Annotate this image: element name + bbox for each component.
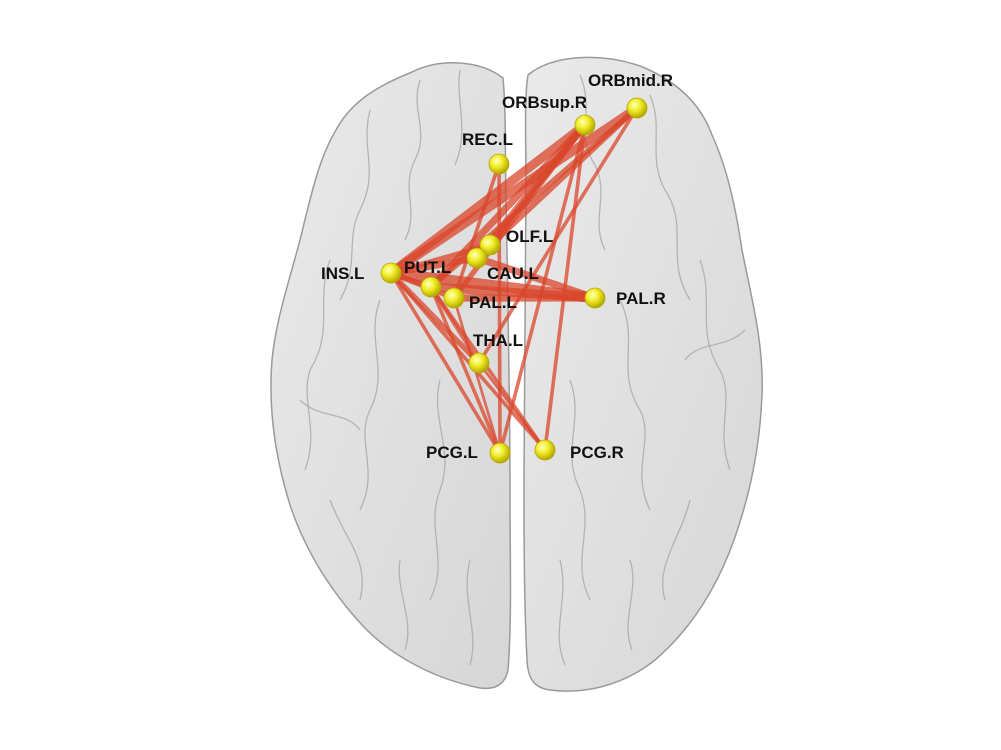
label-OLF.L: OLF.L <box>506 227 553 246</box>
node-REC.L <box>489 154 509 174</box>
node-INS.L <box>381 263 401 283</box>
label-PUT.L: PUT.L <box>404 258 451 277</box>
label-PCG.L: PCG.L <box>426 443 478 462</box>
label-PAL.R: PAL.R <box>616 289 666 308</box>
label-ORBsup.R: ORBsup.R <box>502 93 587 112</box>
label-REC.L: REC.L <box>462 130 513 149</box>
left-hemisphere <box>271 63 511 689</box>
label-PCG.R: PCG.R <box>570 443 624 462</box>
node-PCG.R <box>535 440 555 460</box>
node-PCG.L <box>490 443 510 463</box>
node-PAL.L <box>444 288 464 308</box>
node-PUT.L <box>421 277 441 297</box>
label-THA.L: THA.L <box>473 331 523 350</box>
node-ORBsup.R <box>575 115 595 135</box>
label-INS.L: INS.L <box>321 264 364 283</box>
label-CAU.L: CAU.L <box>487 264 539 283</box>
node-CAU.L <box>467 248 487 268</box>
brain-surface <box>271 57 762 691</box>
label-ORBmid.R: ORBmid.R <box>588 71 673 90</box>
node-THA.L <box>469 353 489 373</box>
label-PAL.L: PAL.L <box>469 293 517 312</box>
node-ORBmid.R <box>627 98 647 118</box>
node-PAL.R <box>585 288 605 308</box>
